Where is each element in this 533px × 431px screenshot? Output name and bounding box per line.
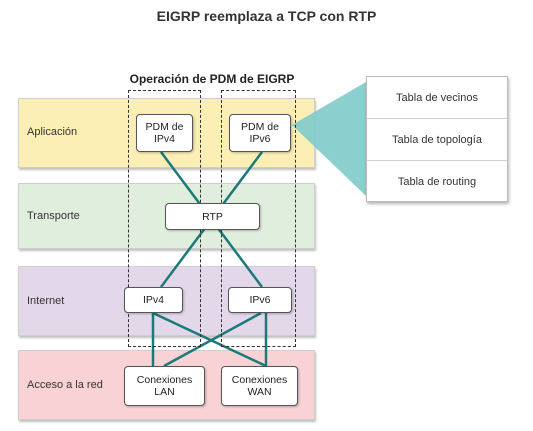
link-ipv6-to-lan: [163, 311, 262, 368]
lan-line2: LAN: [154, 386, 175, 398]
rtp-node: RTP: [165, 203, 260, 230]
link-ipv4-to-wan: [152, 311, 267, 368]
layer-label-internet: Internet: [27, 295, 65, 307]
pdm-ipv6-line1: PDM de: [241, 121, 279, 133]
layer-label-transporte: Transporte: [27, 210, 80, 222]
pdm-ipv6-node: PDM de IPv6: [229, 114, 291, 152]
rtp-label: RTP: [202, 210, 223, 223]
ipv4-label: IPv4: [142, 294, 164, 306]
wan-line1: Conexiones: [231, 374, 288, 386]
ipv6-node: IPv6: [228, 287, 292, 313]
pdm-ipv4-line1: PDM de: [145, 121, 184, 133]
pdm-operation-caption: Operación de PDM de EIGRP: [129, 72, 295, 86]
pdm-ipv4-node: PDM de IPv4: [136, 114, 193, 152]
tables-callout: [292, 82, 366, 196]
ipv4-node: IPv4: [124, 287, 183, 313]
pdm-ipv6-line2: IPv6: [249, 133, 271, 145]
eigrp-tables-panel: Tabla de vecinos Tabla de topología Tabl…: [366, 76, 508, 202]
topology-table-row: Tabla de topología: [367, 119, 507, 161]
wan-line2: WAN: [247, 386, 272, 398]
layer-label-acceso-a-la-red: Acceso a la red: [27, 379, 103, 391]
neighbor-table-row: Tabla de vecinos: [367, 77, 507, 119]
layer-label-aplicacion: Aplicación: [27, 126, 78, 138]
wan-connections-node: Conexiones WAN: [221, 366, 298, 406]
pdm-ipv4-line2: IPv4: [153, 133, 175, 145]
ipv6-label: IPv6: [249, 294, 271, 306]
diagram-title: EIGRP reemplaza a TCP con RTP: [156, 8, 377, 24]
lan-line1: Conexiones: [136, 374, 193, 386]
lan-connections-node: Conexiones LAN: [124, 366, 205, 406]
routing-table-row: Tabla de routing: [397, 176, 477, 188]
